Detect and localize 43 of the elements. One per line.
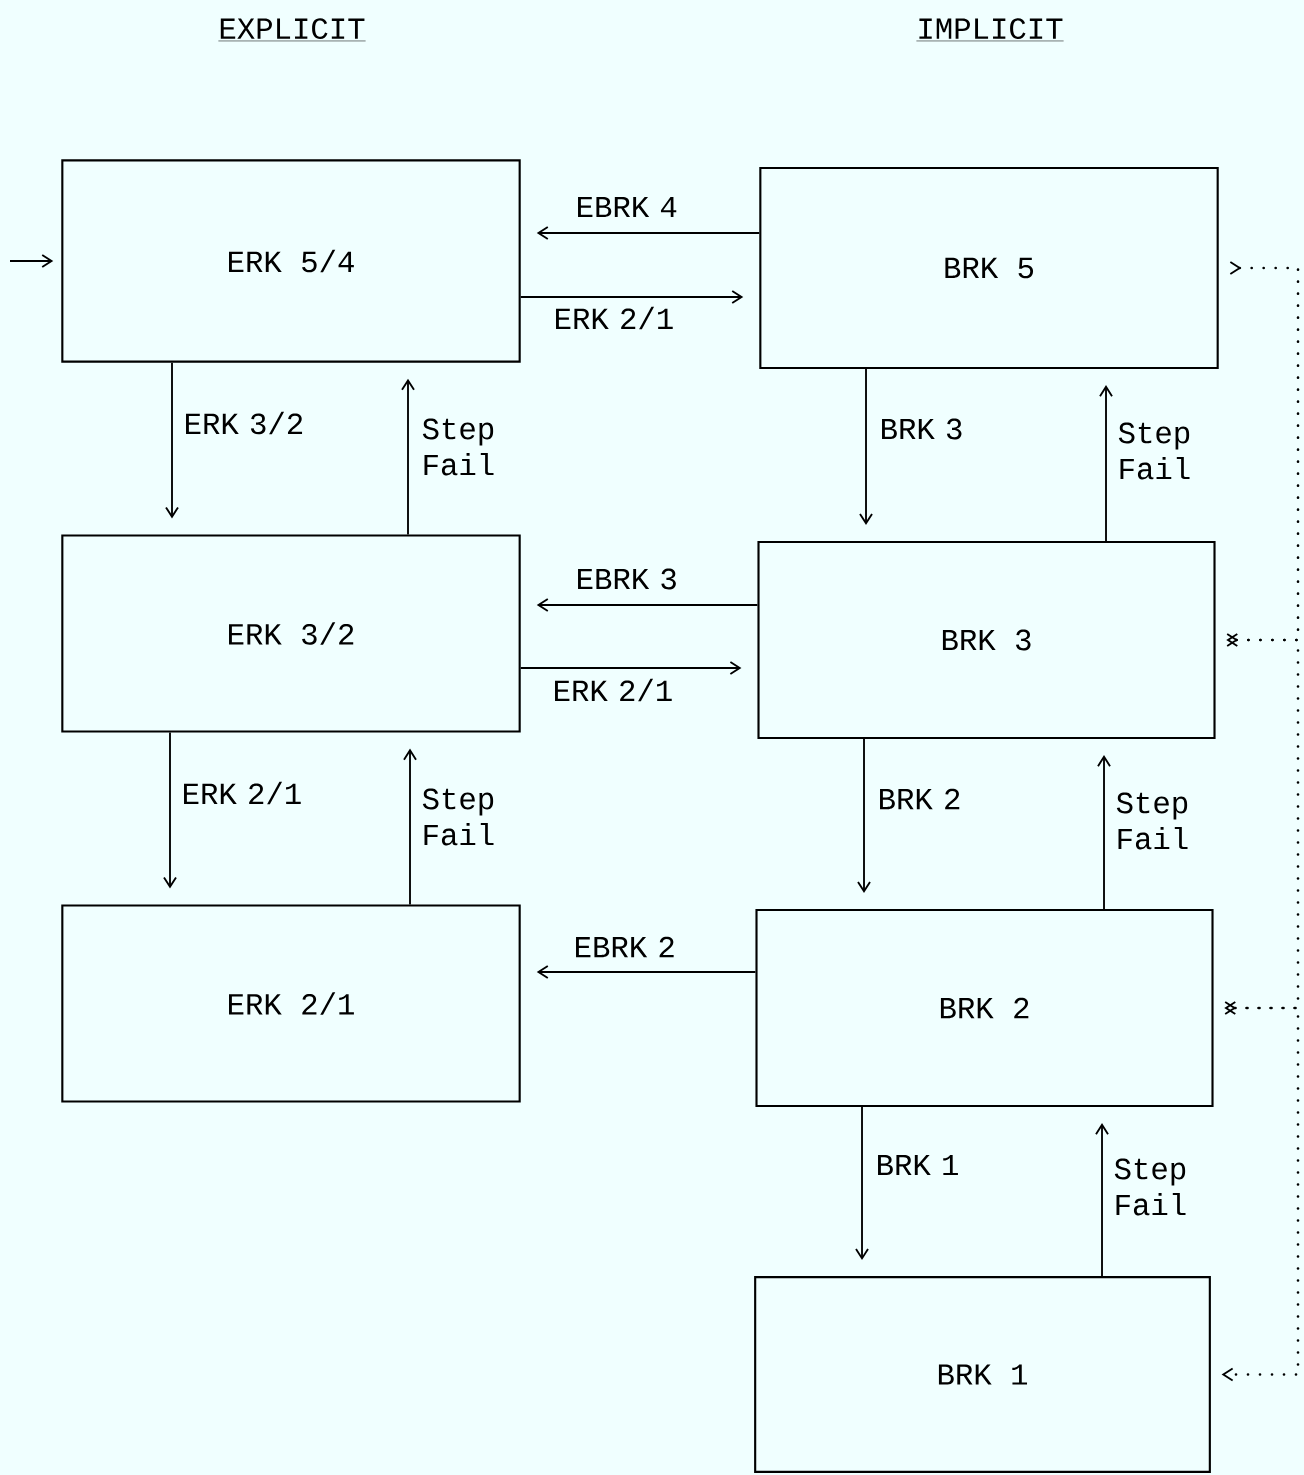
process-box: BRK 5	[759, 166, 1219, 370]
edge-label: ERK 2/1	[555, 678, 672, 702]
edge-label: EBRK 4	[578, 196, 677, 218]
edge-label: EBRK 3	[578, 568, 676, 590]
edge-label: BRK 2	[880, 788, 960, 810]
edge-label: Step Fail	[1118, 422, 1190, 480]
arrow	[9, 254, 54, 268]
process-box: BRK 2	[755, 908, 1214, 1108]
edge-label: EBRK 2	[576, 936, 674, 958]
edge-label: Step Fail	[422, 788, 494, 846]
arrow	[536, 598, 759, 612]
arrow	[165, 361, 179, 519]
arrow	[859, 368, 873, 525]
edge-label: BRK 1	[878, 1154, 958, 1176]
process-box: BRK 3	[757, 540, 1216, 740]
arrow	[857, 738, 871, 893]
edge-label: ERK 2/1	[556, 306, 673, 330]
edge-label: Step Fail	[1116, 792, 1188, 850]
arrow	[536, 226, 761, 240]
column-heading: IMPLICIT	[916, 18, 1064, 42]
process-box: ERK 2/1	[61, 904, 521, 1103]
arrow	[401, 378, 415, 536]
dotted-arrow	[1224, 633, 1300, 1015]
arrow	[1095, 1123, 1109, 1278]
process-box: ERK 3/2	[61, 534, 521, 733]
process-box: BRK 1	[754, 1276, 1211, 1473]
edge-label: ERK 3/2	[186, 411, 303, 435]
arrow	[855, 1106, 869, 1261]
edge-label: Step Fail	[422, 418, 494, 476]
arrow	[1099, 385, 1113, 542]
edge-label: ERK 2/1	[184, 781, 301, 805]
arrow	[1097, 755, 1111, 910]
arrow	[403, 748, 417, 906]
edge-label: BRK 3	[882, 418, 962, 440]
process-box: ERK 5/4	[61, 159, 521, 363]
column-heading: EXPLICIT	[218, 18, 366, 42]
dotted-arrow	[1226, 261, 1300, 647]
edge-label: Step Fail	[1114, 1158, 1186, 1216]
dotted-arrow	[1221, 1001, 1300, 1382]
arrow	[536, 965, 757, 979]
arrow	[163, 731, 177, 889]
arrow	[519, 290, 744, 304]
arrow	[519, 661, 742, 675]
